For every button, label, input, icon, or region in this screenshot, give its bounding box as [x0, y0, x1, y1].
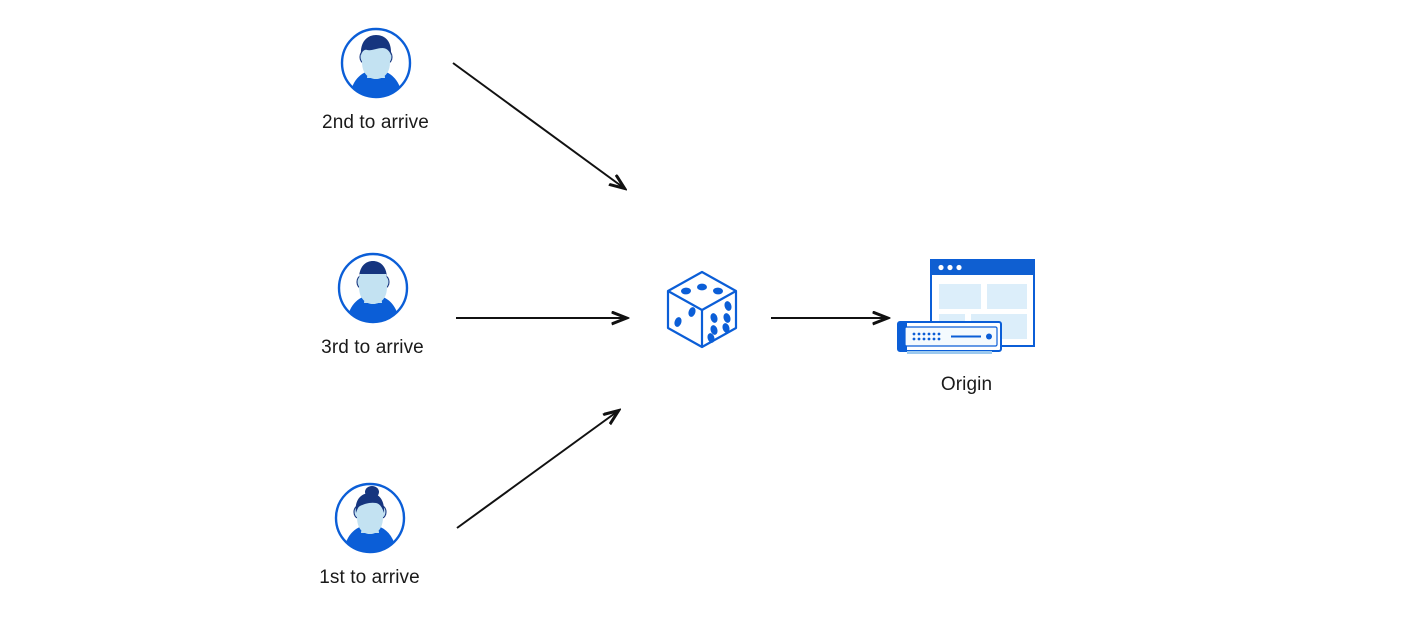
dice-icon — [662, 268, 742, 355]
user-avatar-icon — [339, 26, 413, 100]
server-device — [897, 321, 1002, 354]
node-person-1st[interactable]: 1st to arrive — [307, 481, 432, 590]
node-person-2nd[interactable]: 2nd to arrive — [313, 26, 438, 135]
arrow-2nd-to-dice — [452, 62, 640, 205]
node-dice[interactable] — [662, 268, 742, 350]
node-label-person-2nd: 2nd to arrive — [322, 112, 429, 133]
node-label-origin: Origin — [940, 374, 993, 395]
node-label-person-3rd: 3rd to arrive — [321, 337, 424, 358]
arrow-dice-to-origin — [771, 300, 905, 336]
node-label-person-1st: 1st to arrive — [319, 567, 420, 588]
user-avatar-icon — [333, 481, 407, 555]
arrow-3rd-to-dice — [456, 300, 645, 336]
user-avatar-icon — [336, 251, 410, 325]
node-origin[interactable]: Origin — [893, 256, 1038, 397]
node-person-3rd[interactable]: 3rd to arrive — [310, 251, 435, 360]
origin-server-icon — [893, 256, 1038, 360]
arrow-1st-to-dice — [456, 398, 640, 529]
